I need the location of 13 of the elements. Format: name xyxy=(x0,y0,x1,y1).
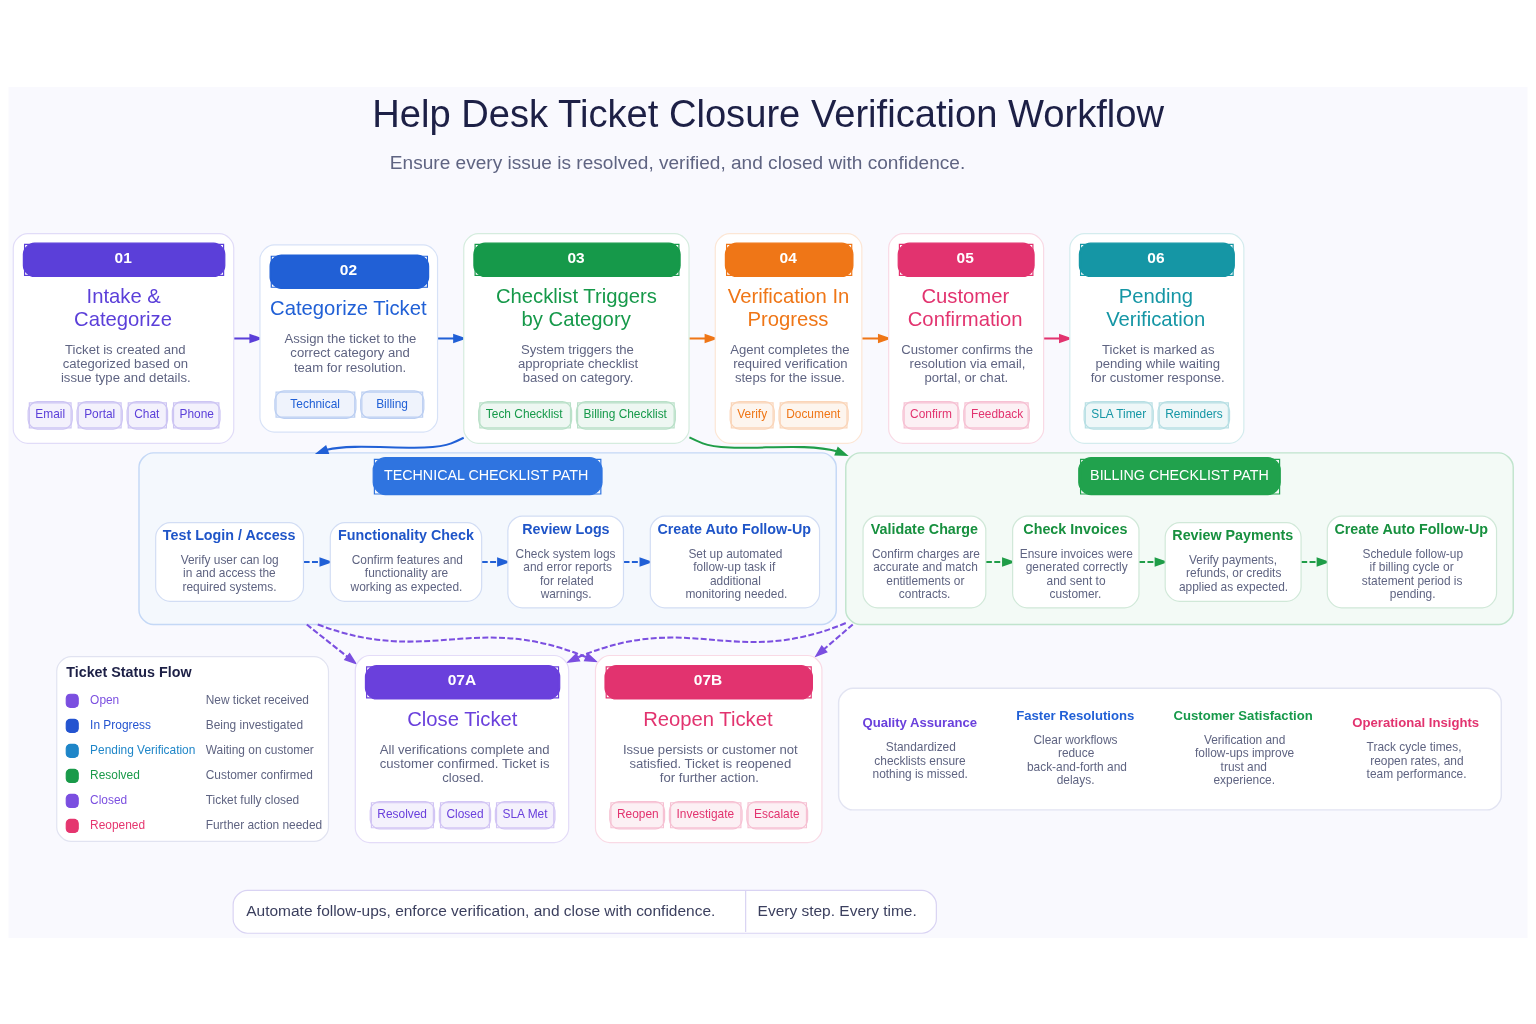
arrow xyxy=(814,623,854,657)
arrow xyxy=(306,623,358,665)
node-text: Operational Insights Track cycle times, reopen rates, and team performance. xyxy=(1352,714,1480,781)
arrow xyxy=(566,621,847,663)
cluster xyxy=(837,687,1502,811)
arrow xyxy=(688,436,849,456)
node-text: Customer Satisfaction Verification and follow-ups improve trust and experience. xyxy=(1173,707,1313,787)
diagram-title: Help Desk Ticket Closure Verification Workflow xyxy=(372,91,1165,135)
node-text: Quality Assurance Standardized checklists ensure nothing is missed. xyxy=(862,714,978,781)
arrow xyxy=(314,436,465,454)
label: Ensure every issue is resolved, verified, and closed with confidence. xyxy=(389,151,966,173)
node-text: Faster Resolutions Clear workflows reduce back-and-forth and delays. xyxy=(1016,707,1135,787)
arrow xyxy=(317,623,598,662)
